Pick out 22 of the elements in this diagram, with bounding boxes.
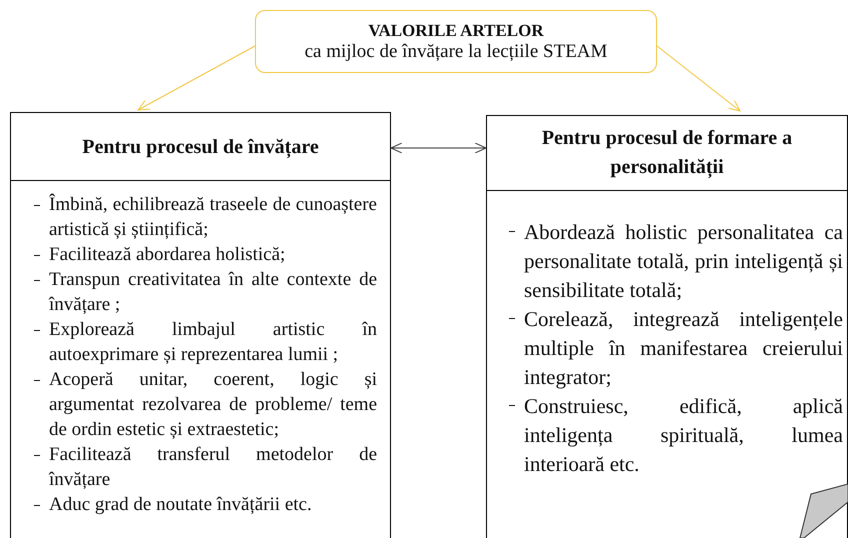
arrow [138,46,256,110]
list-box [10,180,391,538]
list-item: Explorează limbajul artistic în autoexprimare și reprezentarea lumii ; [49,318,377,367]
title-subtitle: ca mijloc de învățare la lecțiile STEAM [304,41,608,63]
header-text: Pentru procesul de formare a personalității [540,126,794,180]
list-item: Aduc grad de noutate învățării etc. [49,493,313,517]
list-item: Acoperă unitar, coerent, logic și argumentat rezolvarea de probleme/ teme de ordin estetic și extraestetic; [49,368,377,442]
header-text: Pentru procesul de învățare [82,134,319,160]
list-item: Îmbină, echilibrează traseele de cunoaștere artistică și științifică; [49,192,377,242]
list-item: Corelează, integrează inteligențele multiple în manifestarea creierului integrator; [524,306,843,391]
list-item: Construiesc, edifică, aplică inteligența spirituală, lumea interioară etc. [524,393,843,478]
list-item: Abordează holistic personalitatea ca personalitate totală, prin inteligență și sensibilitate totală; [524,219,843,304]
arrow [656,46,740,112]
list-item: Facilitează transferul metodelor de învățare [49,443,377,492]
list-item: Facilitează abordarea holistică; [49,243,286,267]
header-box [486,115,848,191]
arrow [390,142,486,154]
title-box [255,10,657,73]
list-item: Transpun creativitatea în alte contexte de învățare ; [49,268,377,317]
header-box [10,112,391,181]
list-box [486,190,848,538]
title-heading: VALORILE ARTELOR [368,20,544,41]
